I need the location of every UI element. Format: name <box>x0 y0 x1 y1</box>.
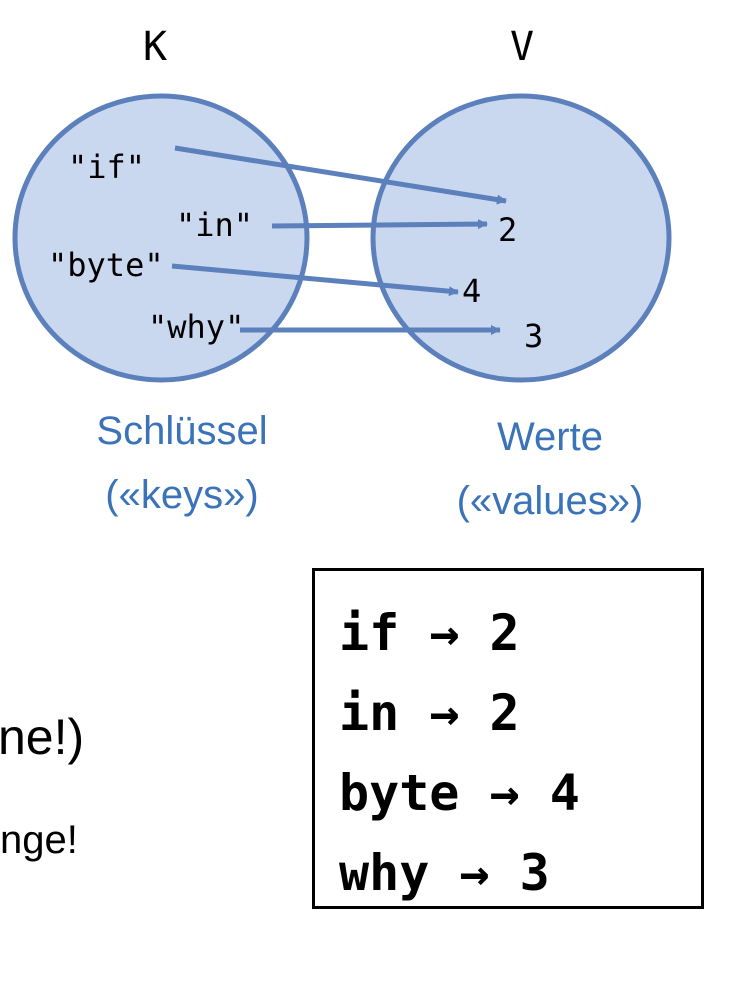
arrow-icon: → <box>459 844 490 902</box>
mapping-value: 4 <box>549 764 580 822</box>
key-byte: "byte" <box>48 246 164 284</box>
keys-set-circle <box>12 93 310 383</box>
arrow-icon: → <box>429 604 460 662</box>
mapping-value: 2 <box>489 604 520 662</box>
keys-sublabel: («keys») <box>105 473 258 517</box>
value-4: 4 <box>462 272 481 310</box>
key-why: "why" <box>148 308 244 346</box>
cut-off-text-1: ne!) <box>0 709 85 765</box>
value-3: 3 <box>524 317 543 355</box>
cut-off-text-2: nge! <box>0 818 78 862</box>
mapping-key: if <box>339 604 400 662</box>
mapping-row: why → 3 <box>339 833 701 913</box>
value-2: 2 <box>498 211 517 249</box>
arrow-if-to-2 <box>174 145 507 205</box>
mapping-row: if → 2 <box>339 593 701 673</box>
mapping-key: in <box>339 684 400 742</box>
key-in: "in" <box>176 206 253 244</box>
cut-off-text-3: ! <box>0 898 3 943</box>
arrow-in-to-2 <box>271 219 488 230</box>
values-label: Werte <box>497 415 603 459</box>
arrow-icon: → <box>429 684 460 742</box>
mapping-key: byte <box>339 764 460 822</box>
mapping-value: 3 <box>519 844 550 902</box>
mapping-row: in → 2 <box>339 673 701 753</box>
arrow-icon: → <box>489 764 520 822</box>
keys-label: Schlüssel <box>96 409 267 453</box>
values-set-letter: V <box>510 24 534 70</box>
keys-set-letter: K <box>143 24 167 70</box>
mapping-key: why <box>339 844 430 902</box>
mapping-row: byte → 4 <box>339 753 701 833</box>
arrow-byte-to-4 <box>171 263 459 297</box>
values-set-circle <box>370 93 672 383</box>
mapping-box: if → 2 in → 2 byte → 4 why → 3 <box>312 568 704 909</box>
key-if: "if" <box>68 148 145 186</box>
mapping-value: 2 <box>489 684 520 742</box>
values-sublabel: («values») <box>457 479 644 523</box>
